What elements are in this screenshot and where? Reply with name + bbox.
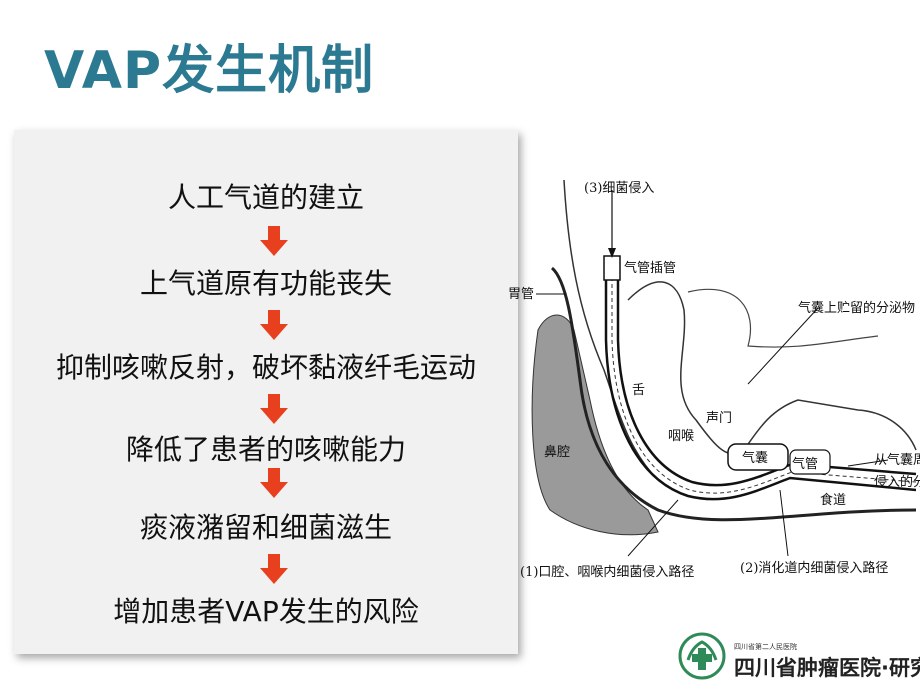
- label-trachea: 气管: [792, 456, 818, 472]
- head-outline: [563, 179, 659, 481]
- label-path-oral: (1)口腔、咽喉内细菌侵入路径: [520, 564, 694, 580]
- label-around-cuff-line1: 从气囊周: [874, 452, 920, 468]
- down-arrow-icon: [260, 226, 288, 256]
- cuff-shape: [727, 443, 789, 471]
- down-arrow-icon: [260, 394, 288, 424]
- label-trach-tube: 气管插管: [624, 260, 676, 276]
- slide-title: VAP发生机制: [44, 41, 375, 101]
- hospital-emblem-icon: [678, 632, 726, 680]
- down-arrow-icon: [260, 310, 288, 340]
- label-path-digestive: (2)消化道内细菌侵入路径: [740, 560, 888, 576]
- down-arrow-icon: [260, 468, 288, 498]
- label-gastric-tube: 胃管: [508, 287, 534, 302]
- flow-step-2: 上气道原有功能丧失: [139, 267, 392, 300]
- label-nasal-cavity: 鼻腔: [544, 444, 570, 460]
- label-around-cuff-line2: 侵入的分: [874, 474, 920, 490]
- tube-connector-shape: [603, 255, 621, 281]
- down-arrow-icon: [260, 554, 288, 584]
- gastric-tube-shape: [550, 266, 917, 522]
- hospital-logo: 四川省第二人民医院 四川省肿瘤医院·研究所: [676, 628, 920, 684]
- trach-tube-shape: [604, 270, 917, 501]
- airway-anatomy-diagram: (3)细菌侵入 气管插管 胃管 气囊上贮留的分泌物 舌 声门 咽喉 鼻腔 气囊 …: [508, 179, 920, 580]
- label-secretions: 气囊上贮留的分泌物: [798, 300, 915, 316]
- flow-step-3: 抑制咳嗽反射，破坏黏液纤毛运动: [55, 351, 476, 384]
- flow-step-1: 人工气道的建立: [167, 181, 364, 214]
- flow-step-5: 痰液潴留和细菌滋生: [139, 511, 392, 544]
- flow-step-6: 增加患者VAP发生的风险: [113, 595, 419, 628]
- label-tongue: 舌: [632, 383, 645, 398]
- label-cuff: 气囊: [742, 450, 768, 466]
- mechanism-flow-panel: 人工气道的建立 上气道原有功能丧失 抑制咳嗽反射，破坏黏液纤毛运动 降低了患者的…: [14, 130, 518, 654]
- logo-subtext: 四川省第二人民医院: [734, 643, 797, 651]
- label-vocal-cord: 声门: [706, 411, 732, 426]
- logo-main-text: 四川省肿瘤医院·研究所: [734, 656, 920, 680]
- label-esophagus: 食道: [820, 492, 846, 508]
- label-pharynx: 咽喉: [668, 429, 694, 444]
- flow-step-4: 降低了患者的咳嗽能力: [125, 433, 406, 466]
- label-bacteria-invasion: (3)细菌侵入: [584, 180, 654, 196]
